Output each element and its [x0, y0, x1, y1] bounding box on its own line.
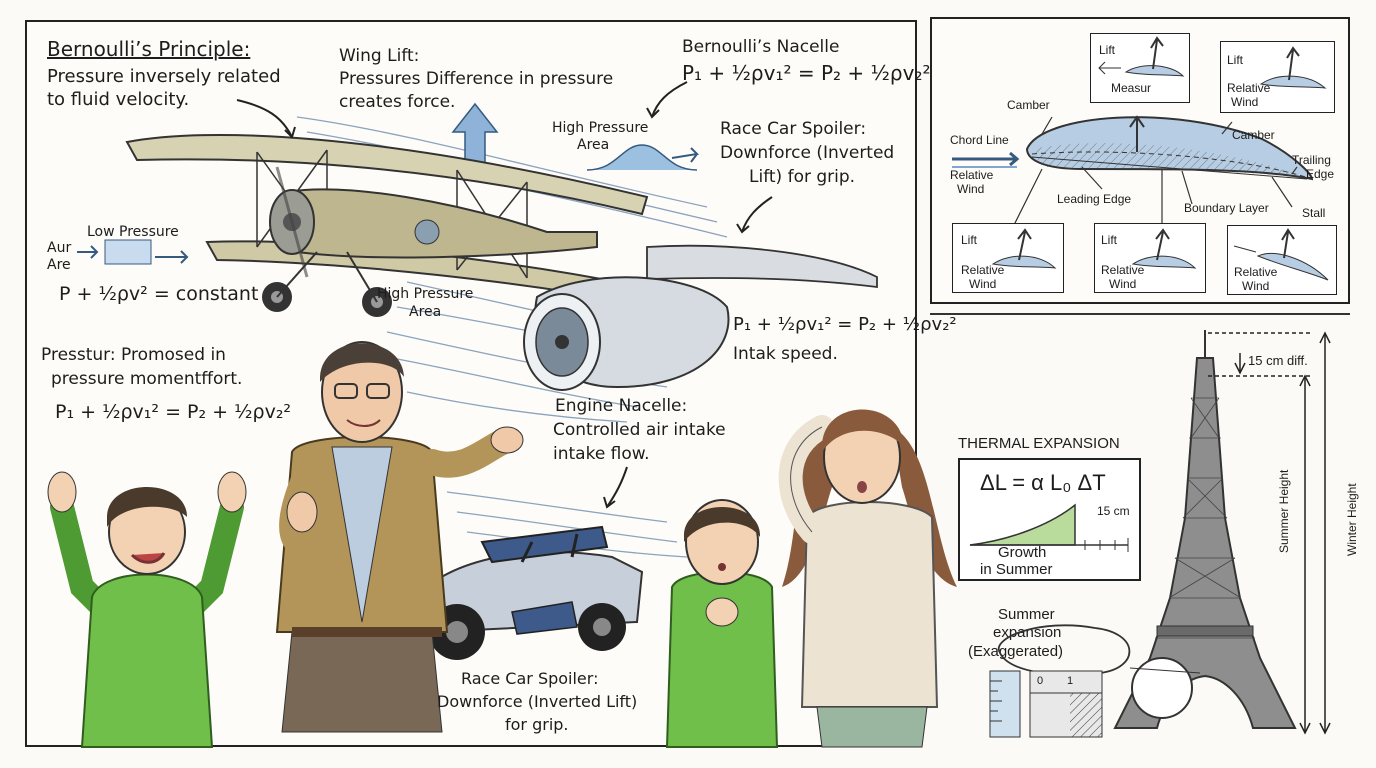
- inset-top-right-rw-line2: Wind: [1231, 95, 1259, 109]
- ruler-one: 1: [1067, 675, 1074, 687]
- high-pressure-mid-line2: Area: [409, 304, 442, 320]
- spoiler-bottom-line3: for grip.: [505, 715, 569, 734]
- pressure-note-line2: pressure momentffort.: [51, 369, 243, 389]
- ruler-zero: 0: [1037, 675, 1044, 687]
- boundary-layer-label: Boundary Layer: [1184, 201, 1269, 215]
- winter-height-label: Winter Height: [1345, 483, 1359, 556]
- inset-top-left: Lift Measur: [1090, 33, 1190, 103]
- formula-box: ΔL = α L₀ ΔT 15 cm Growth in Summer: [958, 458, 1141, 581]
- inset-bottom-2-airfoil: [1131, 228, 1197, 269]
- child-wondering: [665, 499, 779, 748]
- low-pressure-label: Low Pressure: [87, 224, 179, 240]
- camber-left-label: Camber: [1007, 98, 1050, 112]
- inset-bottom-1-rw-line1: Relative: [961, 263, 1005, 277]
- camber-right-label: Camber: [1232, 128, 1275, 142]
- inset-bottom-1-lift: Lift: [961, 233, 978, 247]
- engine-nacelle-title: Engine Nacelle:: [555, 396, 688, 416]
- stall-label: Stall: [1302, 206, 1326, 220]
- constant-equation: P + ½ρv² = constant: [59, 283, 259, 305]
- growth-diagram: [969, 503, 1129, 552]
- inset-bottom-3-airfoil: [1233, 228, 1329, 281]
- nacelle-equation: P₁ + ½ρv₁² = P₂ + ½ρv₂²: [682, 61, 931, 85]
- pointer-arrows: [236, 81, 773, 509]
- inset-top-left-measure: Measur: [1111, 81, 1152, 95]
- spoiler-bottom-line2: Downforce (Inverted Lift): [437, 692, 638, 711]
- relative-wind-line2: Wind: [957, 182, 985, 196]
- diff-label: 15 cm diff.: [1248, 353, 1308, 368]
- engine-nacelle-desc-line1: Controlled air intake: [553, 420, 726, 440]
- leading-edge-label: Leading Edge: [1057, 192, 1132, 206]
- summer-expansion-line3: (Exaggerated): [968, 643, 1064, 660]
- bernoulli-title: Bernoulli’s Principle:: [47, 37, 251, 61]
- bernoulli-desc-line2: to fluid velocity.: [47, 89, 190, 110]
- growth-line2: in Summer: [980, 561, 1053, 578]
- spoiler-top-line2: Downforce (Inverted: [720, 143, 895, 163]
- engine-nacelle-desc-line2: intake flow.: [553, 444, 650, 464]
- inset-bottom-2-lift: Lift: [1101, 233, 1118, 247]
- thermal-expansion-panel: 15 cm diff. Summer Height Winter Height …: [930, 318, 1370, 758]
- pressure-note-line1: Presstur: Promosed in: [41, 345, 226, 365]
- inset-bottom-2: Lift Relative Wind: [1094, 223, 1206, 293]
- main-illustration-panel: Bernoulli’s Principle: Pressure inversel…: [25, 20, 957, 748]
- inset-top-left-lift: Lift: [1099, 43, 1116, 57]
- airfoil-diagram-panel: Lift Measur Lift Relative Wind Camber Ca…: [930, 17, 1350, 304]
- pressure-bump: [586, 144, 700, 171]
- summer-height-label: Summer Height: [1277, 469, 1291, 553]
- expansion-formula: ΔL = α L₀ ΔT: [980, 470, 1106, 495]
- spoiler-bottom-line1: Race Car Spoiler:: [461, 669, 599, 688]
- inset-bottom-3-rw-line1: Relative: [1234, 265, 1278, 279]
- trailing-edge-line2: Edge: [1306, 167, 1335, 181]
- bernoulli-desc-line1: Pressure inversely related: [47, 66, 281, 87]
- inset-bottom-3-rw-line2: Wind: [1242, 279, 1270, 293]
- relative-wind-line1: Relative: [950, 168, 994, 182]
- airfoil-cross-section: [952, 115, 1314, 230]
- inset-bottom-1-airfoil: [991, 228, 1057, 269]
- wing-lift-desc-line2: creates force.: [339, 92, 456, 112]
- nacelle-title: Bernoulli’s Nacelle: [682, 37, 840, 57]
- chord-line-label: Chord Line: [950, 133, 1009, 147]
- jet-engine-illustration: [523, 244, 878, 391]
- biplane-illustration: [125, 133, 669, 317]
- high-pressure-mid-line1: High Pressure: [377, 286, 474, 302]
- spoiler-top-line1: Race Car Spoiler:: [720, 119, 867, 139]
- inset-bottom-1: Lift Relative Wind: [952, 223, 1064, 293]
- growth-line1: Growth: [998, 544, 1047, 561]
- inset-top-left-airfoil: [1098, 36, 1185, 77]
- wing-lift-title: Wing Lift:: [339, 46, 420, 66]
- intake-speed-label: Intak speed.: [733, 344, 838, 364]
- eiffel-tower: [1113, 330, 1297, 729]
- magnifier-rulers: [989, 624, 1201, 738]
- wing-lift-desc-line1: Pressures Difference in pressure: [339, 69, 614, 89]
- inset-bottom-2-rw-line1: Relative: [1101, 263, 1145, 277]
- thermal-title: THERMAL EXPANSION: [958, 435, 1120, 452]
- child-cheering: [47, 471, 247, 748]
- high-pressure-top-line1: High Pressure: [552, 120, 649, 136]
- spoiler-top-line3: Lift) for grip.: [749, 167, 856, 187]
- inset-top-right-rw-line1: Relative: [1227, 81, 1271, 95]
- low-pressure-arrows: [77, 239, 189, 265]
- inset-top-right-lift: Lift: [1227, 53, 1244, 67]
- height-markers: [1208, 331, 1331, 735]
- mother-observing: [778, 409, 957, 748]
- air-label-line2: Are: [47, 257, 71, 273]
- inset-bottom-2-rw-line2: Wind: [1109, 277, 1137, 291]
- father-teaching: [275, 341, 524, 733]
- intake-equation: P₁ + ½ρv₁² = P₂ + ½ρv₂²: [733, 314, 957, 335]
- inset-bottom-3: Relative Wind: [1227, 225, 1337, 295]
- inset-top-right-airfoil: [1259, 46, 1327, 89]
- trailing-edge-line1: Trailing: [1292, 153, 1331, 167]
- pressure-equation: P₁ + ½ρv₁² = P₂ + ½ρv₂²: [55, 401, 292, 423]
- summer-expansion-line1: Summer: [998, 606, 1055, 623]
- air-label-line1: Aur: [47, 240, 72, 256]
- high-pressure-top-line2: Area: [577, 137, 610, 153]
- inset-bottom-1-rw-line2: Wind: [969, 277, 997, 291]
- inset-top-right: Lift Relative Wind: [1220, 41, 1335, 113]
- panel-divider: [930, 313, 1350, 315]
- measure-15cm-label: 15 cm: [1097, 504, 1130, 518]
